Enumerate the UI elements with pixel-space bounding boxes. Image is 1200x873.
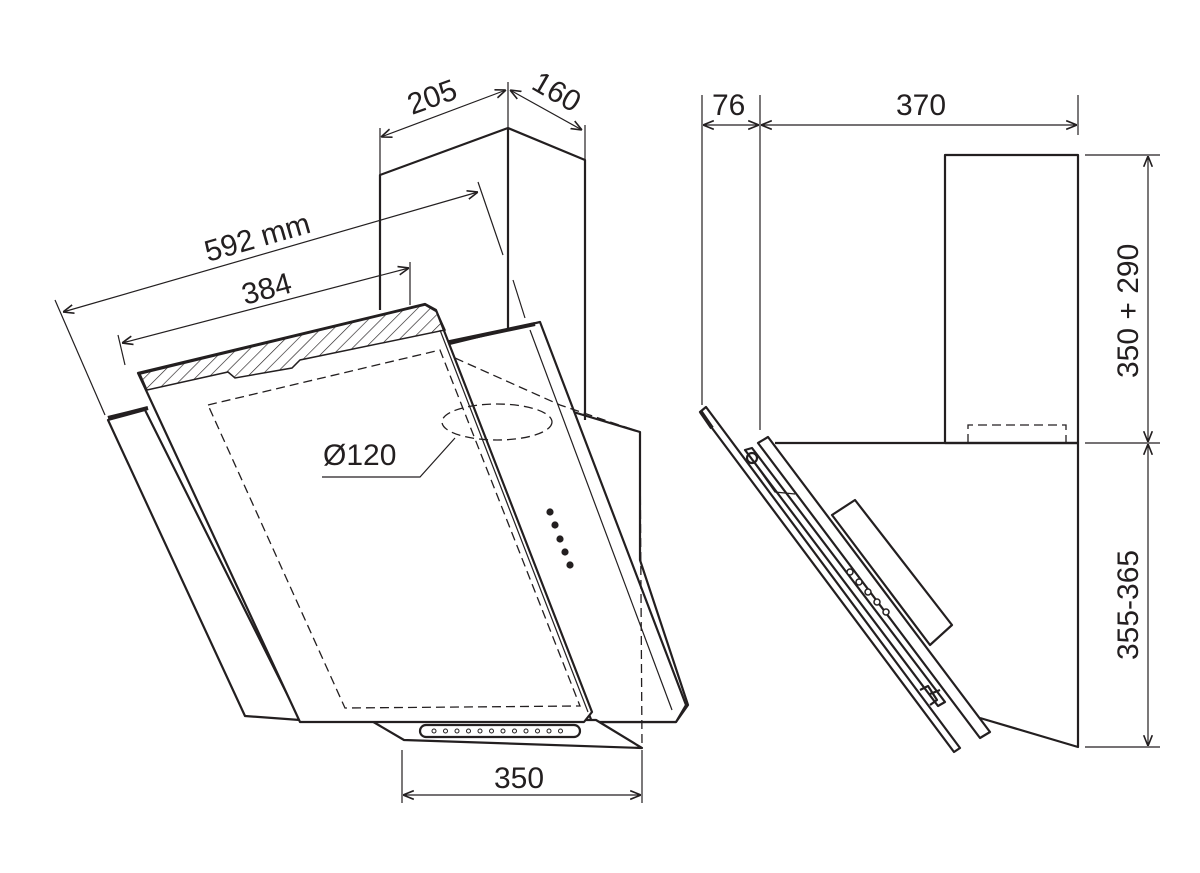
label-depth: 370 [896,89,946,122]
light-dot [489,728,494,734]
light-dot [477,728,483,734]
light-dot [512,728,517,734]
side-chimney [943,153,1080,445]
slanted-glass-assembly [698,405,992,754]
light-dot [558,728,563,734]
label-chimney-depth: 160 [527,65,587,119]
label-chimney-width: 205 [403,73,461,121]
light-dot [454,728,460,734]
side-knob-icon [855,578,863,586]
side-knob-icon [882,608,890,616]
button-icon [551,521,559,529]
label-chimney-height: 350 + 290 [1112,244,1145,378]
front-view: Ø120 205 160 592 mm 384 350 [54,65,690,803]
side-knob-icon [846,568,854,576]
light-dot [466,728,471,734]
label-glass-width: 384 [238,267,295,312]
inner-outline-dashed [207,349,581,709]
label-base-width: 350 [494,762,544,795]
label-overall-width: 592 mm [201,207,314,269]
side-knob-icon [864,588,872,596]
light-dots [431,728,563,734]
button-icon [561,548,569,556]
button-icon [546,508,554,516]
label-outlet-diameter: Ø120 [323,439,396,472]
label-glass-offset: 76 [712,89,745,122]
light-dot [443,728,448,734]
outlet-circle-dashed [441,403,553,441]
control-buttons [546,508,574,569]
light-dot [535,728,540,734]
light-strip [418,723,582,739]
button-icon [556,535,564,543]
side-knob-icon [873,598,881,606]
button-icon [566,561,574,569]
light-dot [546,728,552,734]
light-dot [431,728,437,734]
light-dot [523,728,529,734]
side-body [775,441,1080,749]
light-dot [500,728,506,734]
label-hood-height: 355-365 [1112,550,1145,660]
side-view: 76 370 350 + 290 355-365 [698,89,1160,754]
